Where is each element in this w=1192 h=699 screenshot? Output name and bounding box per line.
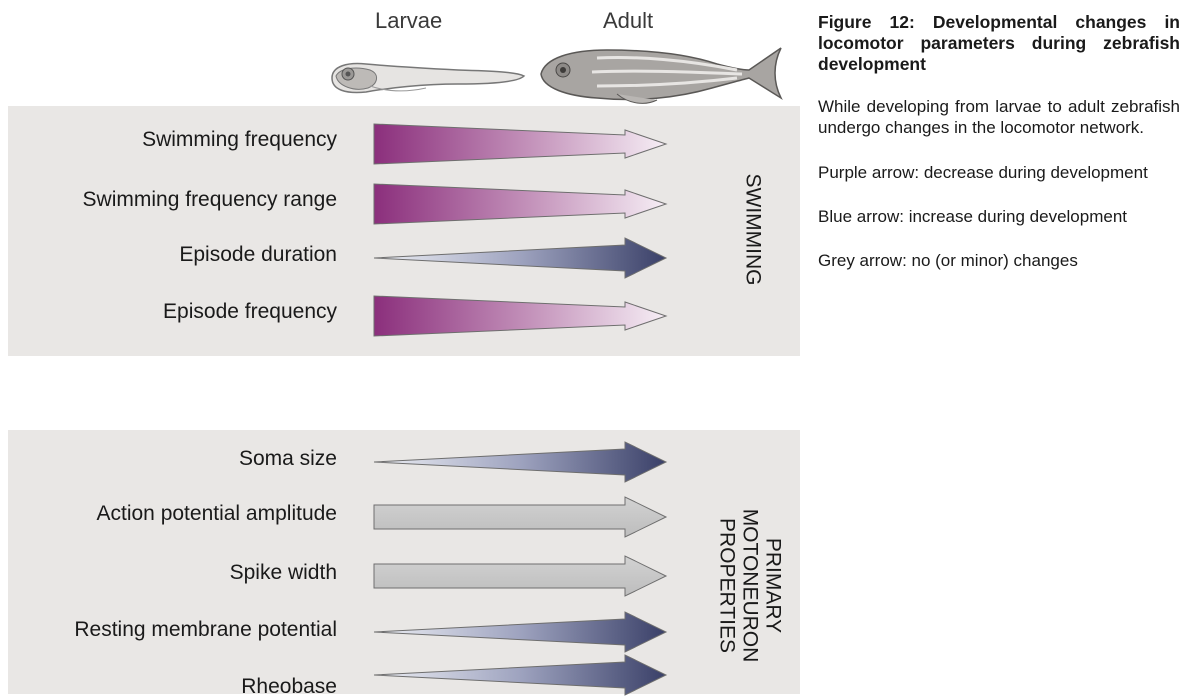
row-label-episode-duration: Episode duration <box>179 243 337 267</box>
increase-arrow <box>373 610 669 654</box>
no-change-arrow <box>373 554 669 598</box>
larvae-label: Larvae <box>375 8 442 34</box>
row-label-soma-size: Soma size <box>239 447 337 471</box>
figure-caption-title: Figure 12: Developmental changes in loco… <box>818 12 1180 75</box>
no-change-arrow <box>373 495 669 539</box>
decrease-arrow <box>373 294 669 338</box>
decrease-arrow <box>373 182 669 226</box>
caption-legend-purple: Purple arrow: decrease during developmen… <box>818 162 1180 183</box>
row-label-swimming-frequency-range: Swimming frequency range <box>83 188 337 212</box>
increase-arrow <box>373 653 669 697</box>
increase-arrow <box>373 236 669 280</box>
adult-label: Adult <box>603 8 653 34</box>
swimming-section-label: SWIMMING <box>742 155 765 305</box>
caption-legend-blue: Blue arrow: increase during development <box>818 206 1180 227</box>
row-label-episode-frequency: Episode frequency <box>163 300 337 324</box>
caption-paragraph: While developing from larvae to adult ze… <box>818 96 1180 138</box>
caption-legend-grey: Grey arrow: no (or minor) changes <box>818 250 1180 271</box>
row-label-spike-width: Spike width <box>230 561 337 585</box>
larva-illustration <box>328 50 528 100</box>
row-label-swimming-frequency: Swimming frequency <box>142 128 337 152</box>
decrease-arrow <box>373 122 669 166</box>
row-label-rheobase: Rheobase <box>241 675 337 699</box>
adult-fish-illustration <box>537 38 785 108</box>
row-label-resting-membrane-potential: Resting membrane potential <box>74 618 337 642</box>
motoneuron-section-label-text: PRIMARY MOTONEURON PROPERTIES <box>716 506 785 666</box>
motoneuron-section-label: PRIMARY MOTONEURON PROPERTIES <box>716 481 785 691</box>
increase-arrow <box>373 440 669 484</box>
row-label-action-potential-amplitude: Action potential amplitude <box>97 502 338 526</box>
